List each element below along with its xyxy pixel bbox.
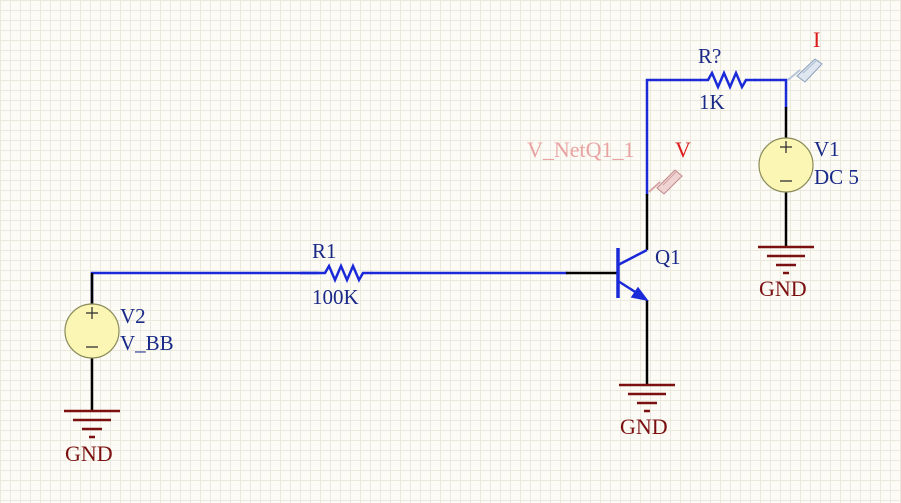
- gnd-label-middle: GND: [620, 414, 668, 439]
- v1-value[interactable]: DC 5: [814, 165, 859, 189]
- gnd-symbol-right: [758, 245, 814, 275]
- wire-collector-net: [645, 78, 702, 196]
- current-probe-label[interactable]: I: [813, 27, 821, 52]
- wire-r2-to-v1: [754, 78, 788, 109]
- v2-value[interactable]: V_BB: [120, 331, 174, 355]
- v2-designator[interactable]: V2: [120, 304, 146, 328]
- source-v1: [758, 137, 814, 193]
- wire-base-net: [90, 271, 320, 308]
- source-v2: [64, 303, 120, 359]
- gnd-symbol-left: [64, 409, 120, 439]
- q1-designator[interactable]: Q1: [655, 245, 681, 269]
- gnd-symbol-middle: [619, 383, 675, 413]
- gnd-label-right: GND: [759, 276, 807, 301]
- r2-designator[interactable]: R?: [698, 44, 722, 68]
- r1-value[interactable]: 100K: [312, 285, 359, 309]
- v1-designator[interactable]: V1: [814, 137, 840, 161]
- q1-emitter-arrow: [630, 286, 649, 302]
- voltage-probe-label[interactable]: V: [675, 137, 691, 162]
- component-leads: [90, 107, 788, 410]
- r2-value[interactable]: 1K: [699, 90, 725, 114]
- net-label[interactable]: V_NetQ1_1: [527, 137, 635, 162]
- resistor-r2: [700, 69, 756, 91]
- q1-collector-leg: [617, 248, 648, 267]
- transistor-q1: [616, 248, 649, 302]
- voltage-probe-icon: [648, 169, 683, 195]
- current-probe-icon: [787, 58, 823, 83]
- r1-designator[interactable]: R1: [312, 239, 337, 263]
- resistor-r1: [318, 262, 372, 284]
- wires: [90, 78, 788, 308]
- gnd-label-left: GND: [65, 441, 113, 466]
